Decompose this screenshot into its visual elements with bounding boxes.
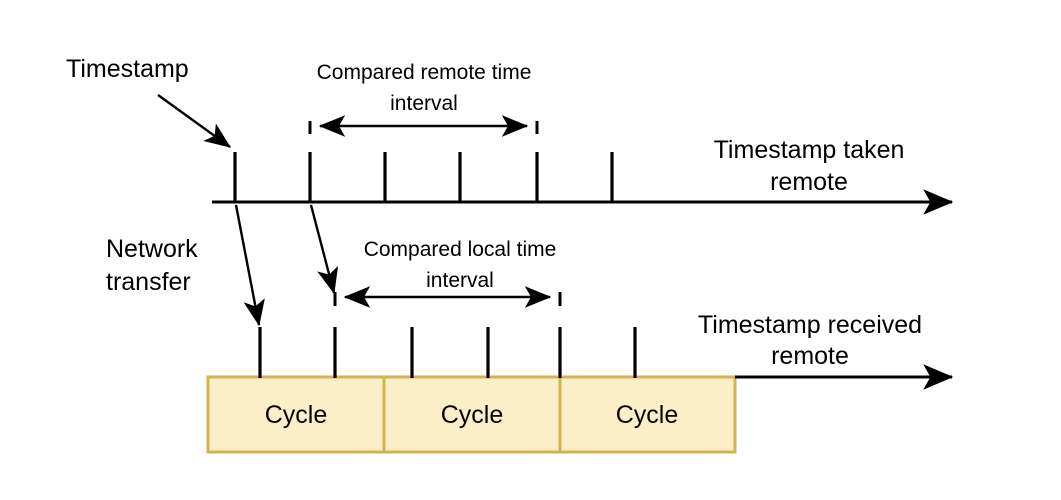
label-compared-remote-line2: interval <box>390 92 458 115</box>
cycle-box-3[interactable] <box>558 375 737 454</box>
local-timeline-group <box>258 286 954 390</box>
timestamp-pointer-arrow <box>157 94 231 148</box>
cycle-box-1[interactable] <box>206 375 386 454</box>
label-compared-local-line1: Compared local time <box>364 238 557 261</box>
remote-tick-group <box>233 152 614 203</box>
label-network-transfer-line1: Network <box>106 235 198 263</box>
local-tick-group <box>258 327 637 378</box>
network-transfer-arrow-1 <box>234 204 265 327</box>
label-compared-remote-line1: Compared remote time <box>317 61 532 84</box>
label-timestamp-taken-line1: Timestamp taken <box>714 136 905 164</box>
label-timestamp-received-line1: Timestamp received <box>698 311 922 339</box>
label-network-transfer-line2: transfer <box>106 268 191 296</box>
cycle-label-1: Cycle <box>265 401 328 429</box>
network-transfer-group <box>234 204 339 327</box>
label-timestamp-received-line2: remote <box>771 342 849 370</box>
label-compared-local-line2: interval <box>426 269 494 292</box>
label-timestamp: Timestamp <box>66 55 189 83</box>
cycle-label-3: Cycle <box>616 401 679 429</box>
network-transfer-arrow-2 <box>309 204 339 295</box>
remote-timeline-group <box>212 115 954 215</box>
label-timestamp-taken-line2: remote <box>770 168 848 196</box>
cycle-box-group: Cycle Cycle Cycle <box>206 375 737 454</box>
cycle-box-2[interactable] <box>382 375 562 454</box>
cycle-label-2: Cycle <box>441 401 504 429</box>
